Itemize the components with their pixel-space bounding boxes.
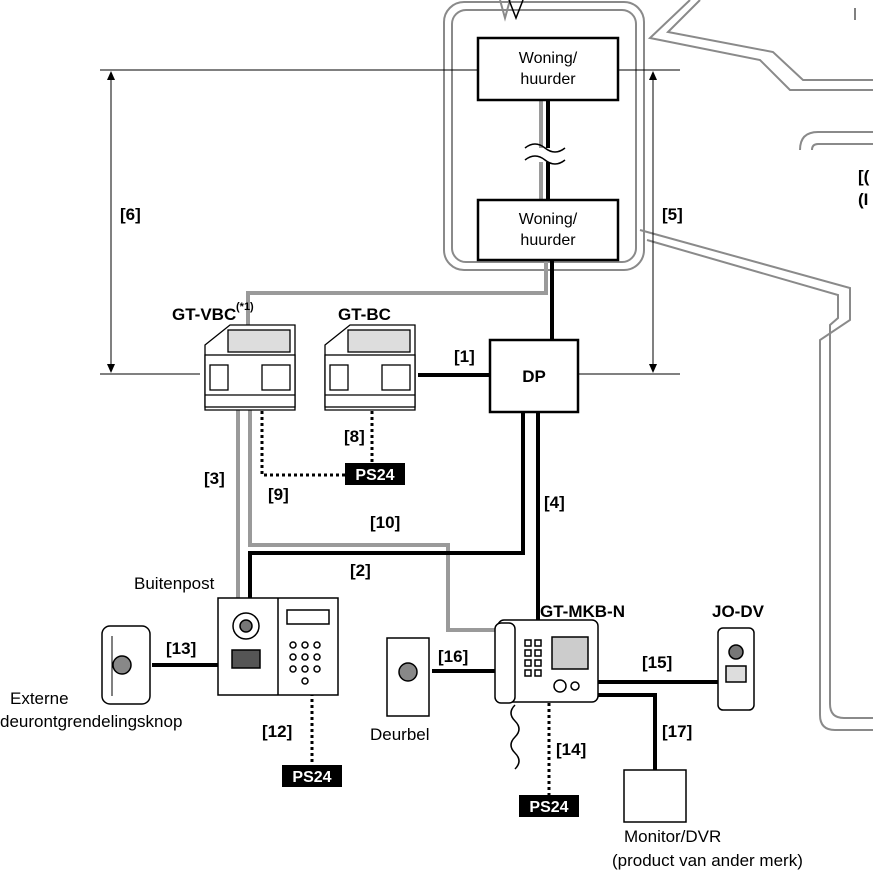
wire-label-5: [5] bbox=[662, 205, 683, 224]
dim-6-arrow-top bbox=[107, 71, 115, 80]
deurbel-label: Deurbel bbox=[370, 725, 430, 744]
dotted-power-wires bbox=[260, 405, 551, 795]
svg-text:PS24: PS24 bbox=[529, 799, 568, 816]
black-wires bbox=[152, 100, 718, 770]
monitor-dvr-label: Monitor/DVR(product van ander merk) bbox=[612, 827, 803, 870]
gt-bc-module bbox=[324, 324, 416, 411]
wire-label-15: [15] bbox=[642, 653, 672, 672]
wire-label-13: [13] bbox=[166, 639, 196, 658]
callout-partial-label-2: (I bbox=[858, 190, 868, 209]
wire-label-9: [9] bbox=[268, 485, 289, 504]
wire-label-3: [3] bbox=[204, 469, 225, 488]
wire-label-17: [17] bbox=[662, 722, 692, 741]
unit-box-bottom bbox=[476, 198, 620, 262]
monitor-dvr-box bbox=[623, 769, 687, 823]
unit-box-bottom-label: Woning/huurder bbox=[519, 211, 578, 249]
wire-label-1: [1] bbox=[454, 347, 475, 366]
wire-label-12: [12] bbox=[262, 722, 292, 741]
wire-label-6: [6] bbox=[120, 205, 141, 224]
wire-label-2: [2] bbox=[350, 561, 371, 580]
ps24-block-vbc: PS24 bbox=[345, 463, 405, 485]
callout-partial-label-1: [( bbox=[858, 167, 870, 186]
wire-label-10: [10] bbox=[370, 513, 400, 532]
callout-frames bbox=[499, 0, 873, 731]
gt-mkb-n-master-station bbox=[494, 619, 599, 770]
break-symbol-1 bbox=[524, 143, 566, 153]
outdoor-station bbox=[217, 597, 339, 696]
buitenpost-label: Buitenpost bbox=[134, 574, 215, 593]
dp-box bbox=[488, 338, 580, 414]
svg-text:PS24: PS24 bbox=[292, 769, 331, 786]
wire-label-8: [8] bbox=[344, 427, 365, 446]
jo-dv-door-station bbox=[717, 627, 755, 711]
grey-wires bbox=[236, 100, 548, 632]
ps24-block-master: PS24 bbox=[519, 795, 579, 817]
gt-vbc-label: GT-VBC bbox=[172, 305, 236, 324]
wire-label-14: [14] bbox=[556, 740, 586, 759]
external-unlock-button-icon bbox=[101, 625, 151, 705]
svg-text:PS24: PS24 bbox=[355, 467, 394, 484]
gt-mkb-n-label: GT-MKB-N bbox=[540, 602, 625, 621]
gt-vbc-module bbox=[204, 324, 296, 411]
wire-label-4: [4] bbox=[544, 493, 565, 512]
dim-6-arrow-bottom bbox=[107, 364, 115, 373]
jo-dv-label: JO-DV bbox=[712, 602, 765, 621]
wire-label-16: [16] bbox=[438, 647, 468, 666]
top-arrow bbox=[508, 0, 524, 21]
ps24-block-outdoor: PS24 bbox=[282, 765, 342, 787]
dp-label: DP bbox=[522, 367, 546, 386]
dim-5-arrow-top bbox=[649, 71, 657, 80]
unit-box-top bbox=[476, 36, 620, 102]
break-symbol-2 bbox=[524, 155, 566, 165]
doorbell-icon bbox=[386, 637, 430, 717]
unit-box-top-label: Woning/huurder bbox=[519, 50, 578, 88]
dim-5-arrow-bottom bbox=[649, 364, 657, 373]
gt-vbc-note: (*1) bbox=[236, 301, 254, 313]
gt-bc-label: GT-BC bbox=[338, 305, 391, 324]
